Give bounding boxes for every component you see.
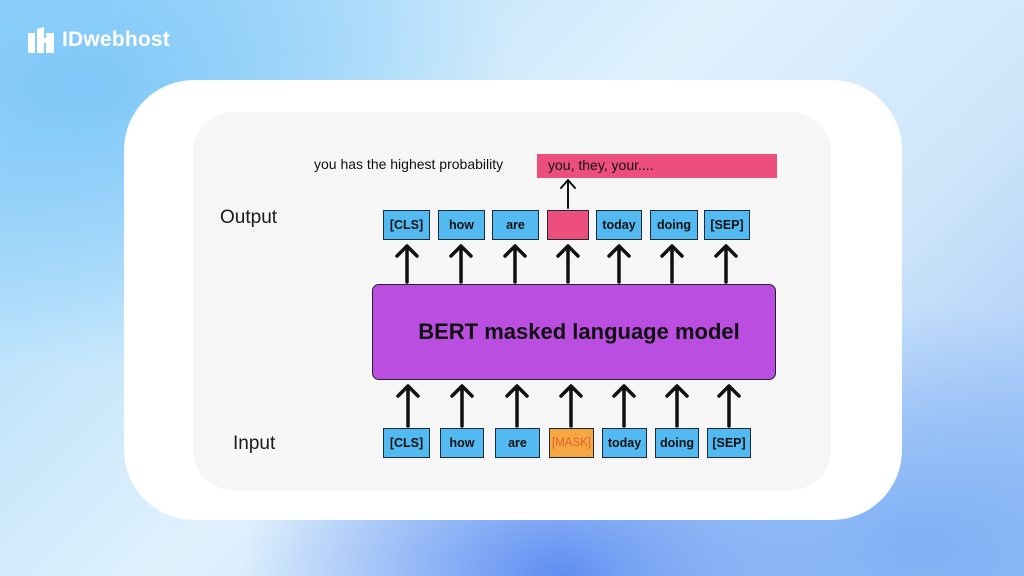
arrow-out-6 — [660, 244, 684, 284]
input-token-mask: [MASK] — [549, 428, 594, 458]
idwebhost-logo-icon — [28, 27, 54, 53]
arrow-in-1 — [396, 384, 420, 428]
arrow-in-6 — [665, 384, 689, 428]
input-token-sep: [SEP] — [707, 428, 751, 458]
output-token-today: today — [596, 210, 642, 240]
output-token-are: are — [492, 210, 539, 240]
output-label: Output — [220, 207, 278, 228]
prediction-box: you, they, your.... — [537, 154, 777, 178]
output-token-doing: doing — [650, 210, 698, 240]
probability-note: you has the highest probability — [314, 156, 504, 172]
input-token-doing: doing — [655, 428, 699, 458]
output-token-masked — [547, 210, 589, 240]
input-label: Input — [233, 433, 276, 454]
arrow-out-3 — [503, 244, 527, 284]
arrow-to-prediction — [560, 179, 576, 209]
arrow-in-5 — [612, 384, 636, 428]
input-token-cls: [CLS] — [383, 428, 430, 458]
input-token-how: how — [440, 428, 484, 458]
arrow-out-4 — [556, 244, 580, 284]
bert-model-box: BERT masked language model — [372, 284, 776, 380]
arrow-in-3 — [505, 384, 529, 428]
input-token-today: today — [602, 428, 647, 458]
arrow-out-2 — [449, 244, 473, 284]
brand-name: IDwebhost — [62, 28, 170, 51]
output-token-how: how — [438, 210, 485, 240]
output-token-cls: [CLS] — [383, 210, 430, 240]
arrow-in-4 — [559, 384, 583, 428]
arrow-out-5 — [607, 244, 631, 284]
input-token-are: are — [495, 428, 540, 458]
output-token-sep: [SEP] — [704, 210, 750, 240]
arrow-in-7 — [717, 384, 741, 428]
arrow-in-2 — [450, 384, 474, 428]
brand: IDwebhost — [28, 27, 170, 53]
model-label: BERT masked language model — [418, 319, 740, 344]
arrow-out-7 — [714, 244, 738, 284]
arrow-out-1 — [395, 244, 419, 284]
